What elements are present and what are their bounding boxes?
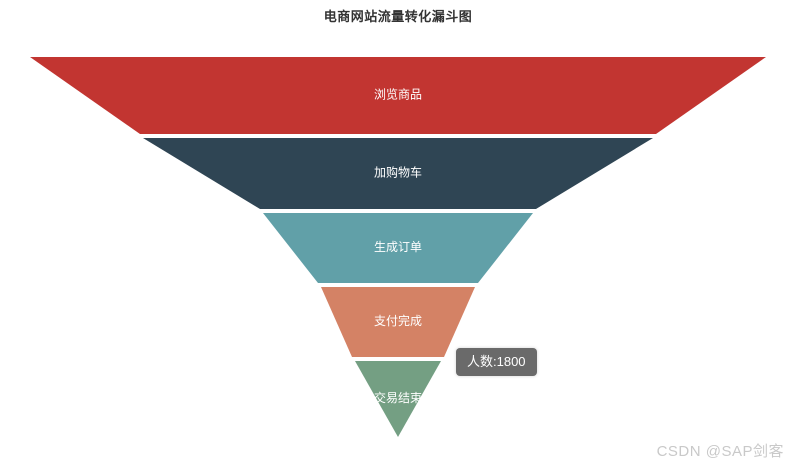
funnel-tooltip: 人数:1800	[456, 348, 537, 376]
funnel-segment[interactable]	[263, 213, 533, 283]
watermark-text: CSDN @SAP剑客	[656, 443, 784, 460]
funnel-segment-label: 支付完成	[374, 313, 422, 328]
funnel-segment-label: 加购物车	[374, 165, 422, 180]
funnel-segment-label: 浏览商品	[374, 87, 422, 102]
funnel-segment-label: 交易结束	[374, 390, 422, 405]
chart-title: 电商网站流量转化漏斗图	[323, 9, 473, 24]
funnel-segment-label: 生成订单	[374, 240, 422, 254]
funnel-segment[interactable]	[321, 287, 475, 357]
funnel-segment[interactable]	[143, 138, 653, 209]
funnel-segment[interactable]	[30, 57, 766, 134]
funnel-segment[interactable]	[355, 361, 441, 437]
